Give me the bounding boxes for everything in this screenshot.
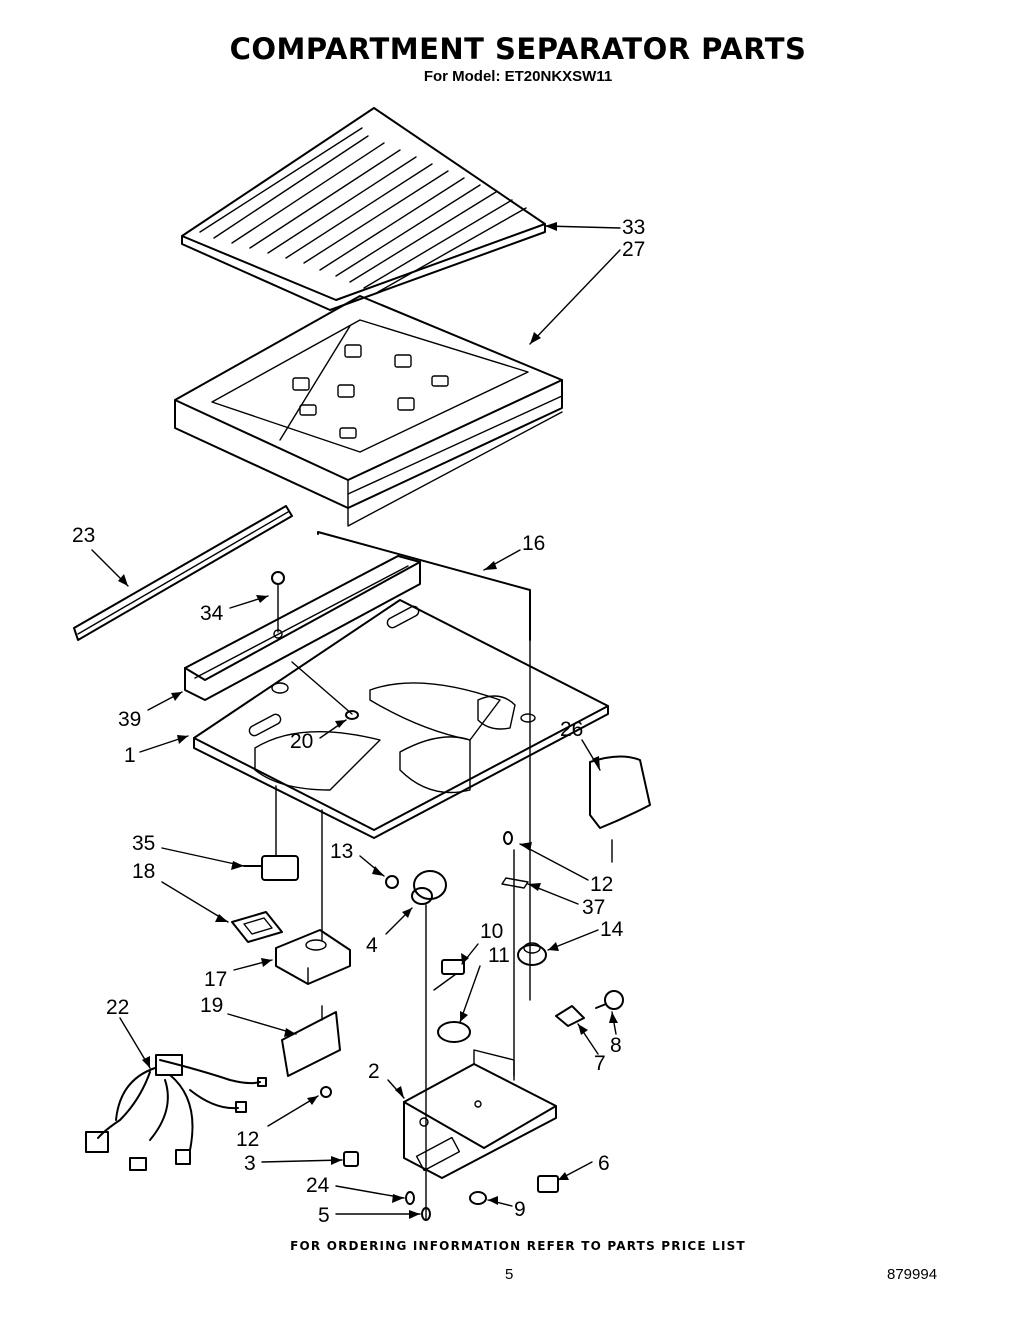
callout-12-lower: 12 bbox=[236, 1128, 259, 1151]
ordering-note: FOR ORDERING INFORMATION REFER TO PARTS … bbox=[290, 1239, 746, 1253]
bulb-part-8 bbox=[595, 990, 624, 1010]
callout-26: 26 bbox=[560, 718, 583, 741]
leader-lines bbox=[91, 225, 621, 1215]
screw-part-24 bbox=[405, 1191, 415, 1205]
callout-3: 3 bbox=[244, 1152, 256, 1175]
callout-5: 5 bbox=[318, 1204, 330, 1227]
clip-part-37 bbox=[501, 877, 529, 889]
leader-arrowheads bbox=[118, 222, 618, 1219]
model-subtitle: For Model: ET20NKXSW11 bbox=[423, 68, 613, 85]
separator-frame-part-27 bbox=[174, 295, 563, 527]
connector-part-6 bbox=[537, 1175, 559, 1193]
callout-39: 39 bbox=[118, 708, 141, 731]
callout-19: 19 bbox=[200, 994, 223, 1017]
page-number: 5 bbox=[505, 1266, 514, 1283]
callout-11: 11 bbox=[488, 944, 510, 967]
callout-18: 18 bbox=[132, 860, 155, 883]
bracket-part-19 bbox=[281, 1005, 341, 1077]
callout-4: 4 bbox=[366, 934, 378, 957]
callout-9: 9 bbox=[514, 1198, 526, 1221]
screw-part-20 bbox=[291, 661, 359, 720]
callout-7: 7 bbox=[594, 1052, 606, 1075]
callout-27: 27 bbox=[622, 238, 645, 261]
lamp-socket-part-7 bbox=[555, 1005, 585, 1027]
callout-16: 16 bbox=[522, 532, 545, 555]
callout-37: 37 bbox=[582, 896, 605, 919]
switch-part-10 bbox=[433, 959, 465, 991]
callout-6: 6 bbox=[598, 1152, 610, 1175]
callout-24: 24 bbox=[306, 1174, 330, 1197]
trim-strip-part-23 bbox=[73, 505, 293, 641]
grommet-part-9 bbox=[469, 1191, 487, 1205]
housing-part-2 bbox=[403, 1049, 557, 1179]
callout-13: 13 bbox=[330, 840, 353, 863]
callout-14: 14 bbox=[600, 918, 624, 941]
callout-34: 34 bbox=[200, 602, 224, 625]
screw-part-12-upper bbox=[503, 831, 513, 845]
knob-part-35 bbox=[243, 855, 299, 881]
grille-cover-part-33 bbox=[181, 107, 546, 311]
callout-23: 23 bbox=[72, 524, 95, 547]
wiring-harness-part-22 bbox=[85, 1054, 267, 1171]
callout-22: 22 bbox=[106, 996, 129, 1019]
screw-part-12-lower bbox=[320, 1086, 332, 1098]
gasket-part-18 bbox=[231, 911, 283, 943]
grommet-part-13 bbox=[385, 875, 399, 889]
callout-35: 35 bbox=[132, 832, 155, 855]
cover-part-26 bbox=[589, 755, 651, 829]
tube-part-16 bbox=[317, 531, 531, 641]
fan-motor-part-4 bbox=[411, 870, 447, 905]
callout-2: 2 bbox=[368, 1060, 380, 1083]
callout-10: 10 bbox=[480, 920, 503, 943]
channel-part-39 bbox=[184, 555, 421, 701]
damper-part-11 bbox=[437, 1021, 471, 1043]
screw-part-34 bbox=[271, 571, 285, 639]
callout-20: 20 bbox=[290, 730, 313, 753]
grommet-part-14 bbox=[517, 942, 547, 966]
plug-part-3 bbox=[343, 1151, 359, 1167]
base-plate-part-1 bbox=[193, 599, 609, 839]
housing-part-17 bbox=[275, 929, 351, 985]
document-number: 879994 bbox=[887, 1266, 938, 1283]
callout-33: 33 bbox=[622, 216, 645, 239]
callout-8: 8 bbox=[610, 1034, 622, 1057]
page-title: COMPARTMENT SEPARATOR PARTS bbox=[229, 32, 807, 66]
callout-17: 17 bbox=[204, 968, 227, 991]
callout-1: 1 bbox=[124, 744, 136, 767]
callout-12-upper: 12 bbox=[590, 873, 613, 896]
